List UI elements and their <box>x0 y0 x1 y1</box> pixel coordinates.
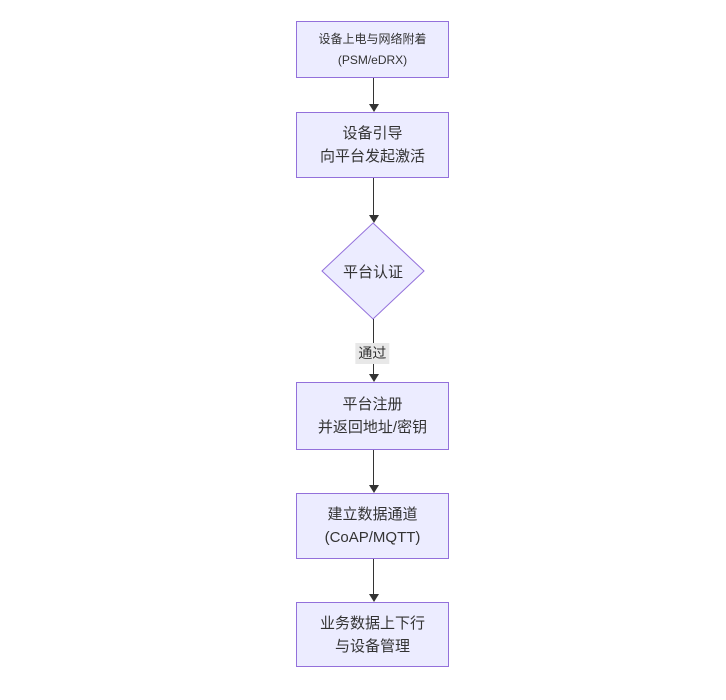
arrowhead-icon <box>369 104 379 112</box>
arrowhead-icon <box>369 594 379 602</box>
node-text-line: (PSM/eDRX) <box>337 52 408 67</box>
edge-label-pass: 通过 <box>355 343 390 364</box>
flow-node-platform-register: 平台注册 并返回地址/密钥 <box>296 382 449 450</box>
arrow-line <box>373 450 374 486</box>
arrow-line <box>373 78 374 105</box>
node-text-line: (CoAP/MQTT) <box>324 529 421 546</box>
edge-arrow-5 <box>368 559 379 602</box>
edge-arrow-2 <box>368 178 379 223</box>
arrowhead-icon <box>369 485 379 493</box>
node-text-line: 设备引导 <box>342 125 403 142</box>
arrow-line <box>373 559 374 595</box>
node-text-line: 向平台发起激活 <box>319 148 425 165</box>
flow-node-device-bootstrap: 设备引导 向平台发起激活 <box>296 112 449 178</box>
decision-node-platform-auth: 平台认证 <box>321 222 425 320</box>
arrowhead-icon <box>369 215 379 223</box>
node-text-line: 并返回地址/密钥 <box>317 419 428 436</box>
flow-node-data-channel: 建立数据通道 (CoAP/MQTT) <box>296 493 449 559</box>
node-text-line: 与设备管理 <box>334 637 410 655</box>
flow-node-power-network-attach: 设备上电与网络附着 (PSM/eDRX) <box>296 21 449 78</box>
node-text-line: 平台注册 <box>342 396 403 413</box>
node-text-line: 建立数据通道 <box>327 506 418 523</box>
edge-arrow-4 <box>368 450 379 493</box>
node-text-line: 平台认证 <box>342 263 403 281</box>
node-text-line: 设备上电与网络附着 <box>318 31 427 46</box>
node-text-line: 业务数据上下行 <box>319 614 425 632</box>
arrowhead-icon <box>369 374 379 382</box>
flow-node-business-data: 业务数据上下行 与设备管理 <box>296 602 449 667</box>
arrow-line <box>373 178 374 216</box>
edge-arrow-1 <box>368 78 379 112</box>
